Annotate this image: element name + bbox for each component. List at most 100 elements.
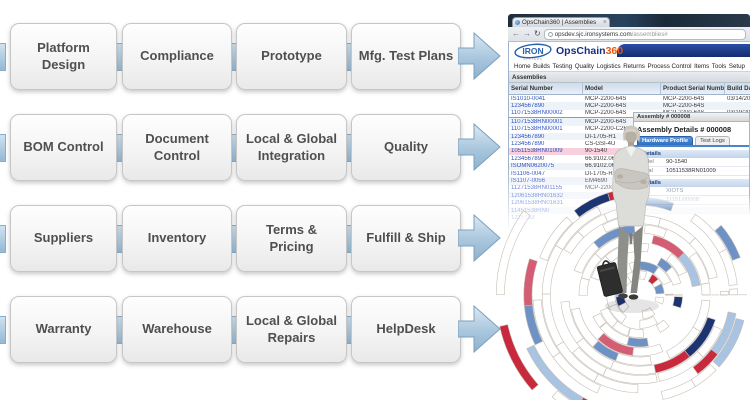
serial-link[interactable]: 10511538RN01009 bbox=[511, 148, 563, 155]
address-bar[interactable]: opsdev.sjc.ironsystems.com/assemblies# bbox=[543, 28, 746, 40]
serial-link[interactable]: 11271538RN01155 bbox=[511, 185, 563, 192]
svg-text:IRON: IRON bbox=[522, 46, 543, 56]
flow-box-inventory: Inventory bbox=[122, 205, 232, 272]
flow-row-supply: Suppliers Inventory Terms & Pricing Fulf… bbox=[0, 205, 505, 272]
flow-box-local-global-repairs: Local & Global Repairs bbox=[236, 296, 347, 363]
serial-link[interactable]: 11071538RN00001 bbox=[511, 118, 563, 125]
serial-link[interactable]: 1234567890 bbox=[511, 133, 545, 140]
detail-value: XIOTS bbox=[666, 188, 684, 194]
flow-box-warehouse: Warehouse bbox=[122, 296, 232, 363]
serial-link[interactable]: 12061538RN01631 bbox=[511, 200, 564, 207]
flow-box-suppliers: Suppliers bbox=[10, 205, 117, 272]
table-header: Serial Number Model Product Serial Numbe… bbox=[509, 83, 750, 95]
column-header-product-serial[interactable]: Product Serial Number bbox=[663, 83, 725, 94]
table-cell: MCP-2200-64S bbox=[585, 118, 627, 125]
flow-box-warranty: Warranty bbox=[10, 296, 117, 363]
iron-logo: IRON SYSTEMS bbox=[514, 43, 552, 61]
column-header-model[interactable]: Model bbox=[583, 83, 661, 94]
table-cell: MCP-2200-C2H bbox=[585, 126, 628, 133]
table-cell: 66.9102.062-01 bbox=[585, 155, 628, 162]
table-row[interactable]: 11071538RN00001 MCP-2200-64S bbox=[509, 118, 750, 126]
assemblies-section-bar: Assemblies bbox=[509, 72, 750, 83]
connector-bar bbox=[0, 43, 6, 71]
browser-tab[interactable]: OpsChain360 | Assemblies × bbox=[512, 17, 610, 27]
serial-link[interactable]: ISOMN0620075 bbox=[511, 163, 555, 170]
table-cell: 66.9102.062-01 bbox=[585, 163, 628, 170]
nav-item-home[interactable]: Home bbox=[514, 62, 531, 70]
nav-item-tools[interactable]: Tools bbox=[711, 62, 727, 70]
serial-link[interactable]: 11071538RN00002 bbox=[511, 110, 563, 117]
flow-box-fulfill-ship: Fulfill & Ship bbox=[351, 205, 461, 272]
forward-button[interactable]: → bbox=[523, 29, 531, 38]
nav-item-returns[interactable]: Returns bbox=[623, 62, 645, 70]
flow-arrow-icon bbox=[458, 213, 501, 263]
flow-arrow-icon bbox=[458, 122, 501, 172]
browser-titlebar: OpsChain360 | Assemblies × bbox=[508, 14, 750, 27]
connector-bar bbox=[0, 225, 6, 253]
flow-box-helpdesk: HelpDesk bbox=[351, 296, 461, 363]
flow-arrow-icon bbox=[458, 304, 501, 354]
nav-item-items[interactable]: Items bbox=[694, 62, 710, 70]
flow-row-service: Warranty Warehouse Local & Global Repair… bbox=[0, 296, 505, 363]
detail-value: 11151/00008 bbox=[666, 197, 699, 203]
back-button[interactable]: ← bbox=[512, 29, 520, 38]
svg-text:SYSTEMS: SYSTEMS bbox=[523, 57, 542, 61]
section-title: Details bbox=[641, 151, 661, 157]
serial-link[interactable]: 11451538RN0 bbox=[511, 207, 550, 214]
flow-box-quality: Quality bbox=[351, 114, 461, 181]
column-header-serial[interactable]: Serial Number bbox=[509, 83, 583, 94]
table-row[interactable]: 11071538RN00001 MCP-2200-C2H bbox=[509, 126, 750, 133]
nav-item-setup[interactable]: Setup bbox=[728, 62, 745, 70]
serial-link[interactable]: 1234567890 bbox=[511, 155, 545, 162]
nav-item-quality[interactable]: Quality bbox=[574, 62, 594, 70]
flow-row-engineering: Platform Design Compliance Prototype Mfg… bbox=[0, 23, 505, 90]
assembly-details-panel: Assembly # 000008 Assembly Details # 000… bbox=[633, 112, 750, 214]
close-icon[interactable]: × bbox=[602, 19, 607, 26]
serial-link[interactable]: 11071538RN00001 bbox=[511, 126, 563, 133]
table-row[interactable]: 12061538RN01631 bbox=[509, 199, 750, 206]
serial-link[interactable]: 1234567890 bbox=[511, 103, 545, 110]
table-row[interactable]: 1234567890 66.9102.062-01 bbox=[509, 155, 750, 162]
table-cell: MCP-2200-64S bbox=[663, 103, 705, 110]
serial-link[interactable]: IS1106-0047 bbox=[511, 170, 545, 177]
favicon-icon bbox=[515, 20, 520, 25]
header-blue-band bbox=[617, 44, 750, 57]
nav-item-testing[interactable]: Testing bbox=[552, 62, 573, 70]
nav-item-process-control[interactable]: Process Control bbox=[647, 62, 692, 70]
panel-tabs: Hardware Profile Test Logs bbox=[634, 136, 749, 147]
serial-link[interactable]: 12061538RN01632 bbox=[511, 192, 564, 199]
radial-heatmap-decoration bbox=[495, 187, 747, 400]
serial-link[interactable]: 1234567890 bbox=[511, 141, 545, 148]
serial-link[interactable]: IS1010-0041 bbox=[511, 95, 546, 102]
flow-box-local-global-integration: Local & Global Integration bbox=[236, 114, 347, 181]
column-header-build-date[interactable]: Build Date bbox=[727, 85, 750, 92]
table-cell: MCP-2200-64S bbox=[585, 103, 627, 110]
flow-box-terms-pricing: Terms & Pricing bbox=[236, 205, 347, 272]
flow-arrow-icon bbox=[458, 31, 501, 81]
reload-button[interactable]: ↻ bbox=[534, 29, 541, 38]
table-cell: DI-1705-R1 bbox=[585, 170, 617, 177]
serial-link[interactable]: IS1107-0056 bbox=[511, 177, 545, 184]
section-title: Details bbox=[641, 180, 661, 186]
app-header: IRON SYSTEMS OpsChain360 bbox=[509, 42, 750, 61]
table-row[interactable]: 1234567890 MCP-2200-64S MCP-2200-64S bbox=[509, 102, 750, 110]
table-row[interactable]: IS1106-0047 DI-1705-R1 bbox=[509, 170, 750, 177]
app-wordmark: OpsChain360 bbox=[556, 45, 623, 57]
table-cell: EM4690 bbox=[585, 177, 608, 184]
table-cell: MCP-2200-64S bbox=[663, 95, 705, 102]
page-scheme-icon bbox=[547, 31, 553, 37]
tab-hardware-profile[interactable]: Hardware Profile bbox=[637, 136, 694, 145]
nav-item-logistics[interactable]: Logistics bbox=[596, 62, 621, 70]
tab-test-logs[interactable]: Test Logs bbox=[695, 136, 730, 145]
detail-value: 10511538RN01009 bbox=[666, 168, 716, 174]
flow-box-prototype: Prototype bbox=[236, 23, 347, 90]
nav-item-builds[interactable]: Builds bbox=[533, 62, 550, 70]
panel-window-title[interactable]: Assembly # 000008 bbox=[634, 113, 749, 122]
table-cell: MCP-2200-64S bbox=[585, 110, 627, 117]
tab-title: OpsChain360 | Assemblies bbox=[522, 19, 597, 26]
standing-woman-photo bbox=[596, 125, 650, 300]
